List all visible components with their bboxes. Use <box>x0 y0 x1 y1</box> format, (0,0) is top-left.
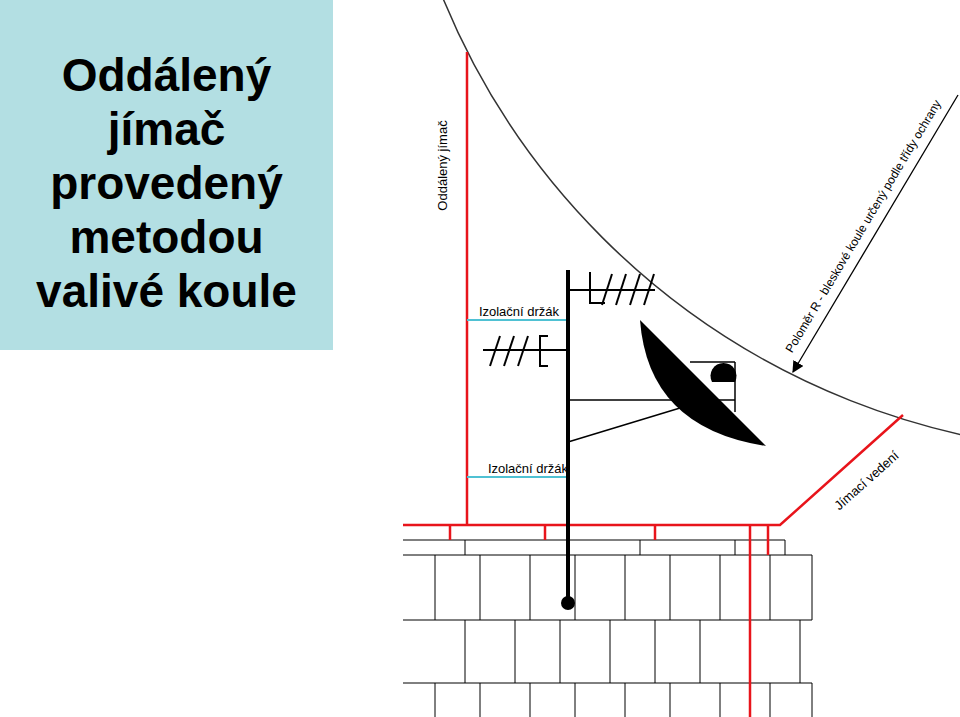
brick-joint <box>560 620 561 683</box>
brick-joint <box>530 555 531 620</box>
brick-joint <box>435 683 436 717</box>
title-panel: Oddálený jímač provedený metodou valivé … <box>0 0 333 350</box>
holder-label: Izolační držák <box>479 304 559 319</box>
brick-joint <box>480 555 481 620</box>
holder-label: Izolační držák <box>488 461 568 476</box>
brick-joint <box>625 555 626 620</box>
brick-joint <box>530 683 531 717</box>
brick-joint <box>720 683 721 717</box>
conductor-label: Jímací vedení <box>831 447 901 512</box>
brick-joint <box>670 555 671 620</box>
brick-joint <box>700 620 701 683</box>
title: Oddálený jímač provedený metodou valivé … <box>36 48 298 318</box>
brick-joint <box>812 555 813 620</box>
brick-joint <box>435 555 436 620</box>
brick-joint <box>770 555 771 620</box>
brick-joint <box>625 683 626 717</box>
brick-joint <box>610 620 611 683</box>
brick-joint <box>575 683 576 717</box>
radius-label: Poloměr R - bleskové koule určený podle … <box>783 97 945 355</box>
rolling-sphere <box>388 0 960 452</box>
brick-joint <box>480 683 481 717</box>
insulating-holder <box>467 320 568 477</box>
satellite-dish <box>640 320 766 446</box>
air-terminal-label: Oddálený jímač <box>434 120 449 210</box>
brick-joint <box>770 683 771 717</box>
brick-joint <box>575 555 576 620</box>
brick-joint <box>800 620 801 683</box>
brick-joint <box>670 683 671 717</box>
brick-joint <box>720 555 721 620</box>
brick-joint <box>655 620 656 683</box>
radius-arrow <box>793 95 958 372</box>
brick-joint <box>812 683 813 717</box>
antenna-mast <box>483 270 735 610</box>
lnb <box>711 363 737 382</box>
brick-joint <box>465 620 466 683</box>
air-termination <box>403 52 903 717</box>
brick-joint <box>515 620 516 683</box>
